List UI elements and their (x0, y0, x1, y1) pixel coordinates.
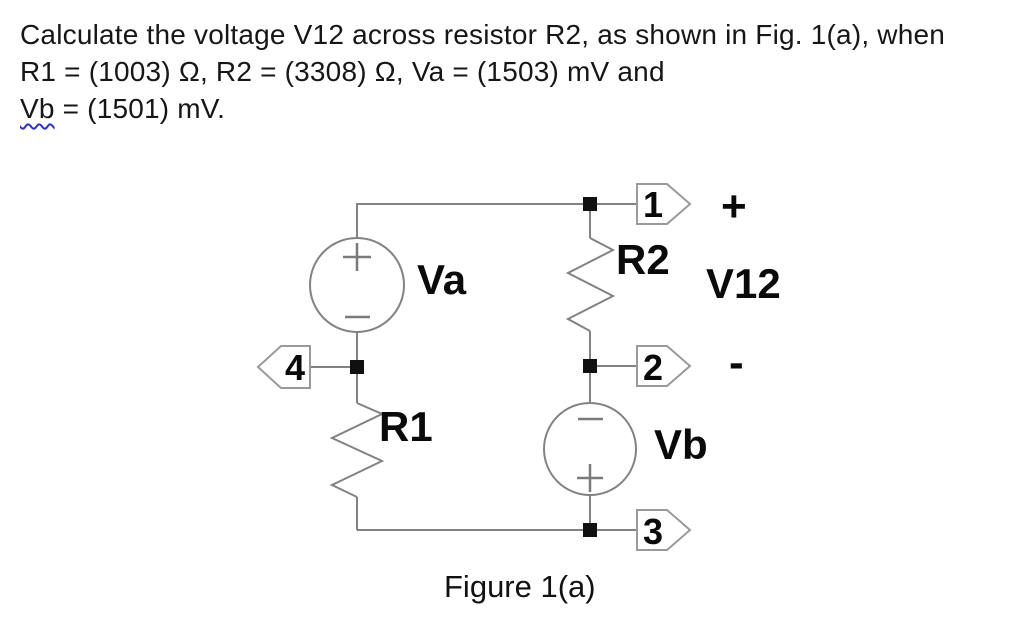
misspelled-word-vb: Vb (20, 93, 55, 124)
figure-caption: Figure 1(a) (444, 569, 596, 604)
node4-label: 4 (284, 347, 306, 388)
source-va-circle (309, 237, 405, 333)
source-va-label: Va (417, 256, 467, 303)
resistor-r2-zigzag (565, 237, 616, 332)
question-line-1: Calculate the voltage V12 across resisto… (20, 19, 946, 50)
node1-label: 1 (642, 184, 664, 225)
node2-label: 2 (642, 347, 664, 388)
node3-label: 3 (642, 511, 664, 552)
v12-minus-sign: - (729, 338, 744, 387)
resistor-r1-zigzag (329, 402, 385, 498)
node3-flag (636, 509, 692, 551)
source-vb-label: Vb (654, 421, 708, 468)
vb-plus-icon (577, 464, 603, 492)
junction-node2 (583, 359, 597, 373)
junction-node3 (583, 523, 597, 537)
node4-flag (256, 345, 311, 389)
question-line-3: Vb = (1501) mV. (20, 90, 980, 127)
question-line-3-rest: = (1501) mV. (54, 93, 226, 124)
node2-flag (636, 345, 692, 387)
v12-label: V12 (706, 260, 781, 307)
junction-node4 (350, 360, 364, 374)
question-line-2: R1 = (1003) Ω, R2 = (3308) Ω, Va = (1503… (20, 56, 665, 87)
question-text: Calculate the voltage V12 across resisto… (20, 16, 980, 127)
node1-flag (636, 183, 692, 225)
resistor-r1-label: R1 (379, 403, 433, 450)
junction-node1 (583, 197, 597, 211)
v12-plus-sign: + (721, 182, 747, 231)
resistor-r2-label: R2 (616, 236, 670, 283)
source-vb-circle (543, 402, 637, 496)
va-plus-icon (343, 243, 371, 271)
